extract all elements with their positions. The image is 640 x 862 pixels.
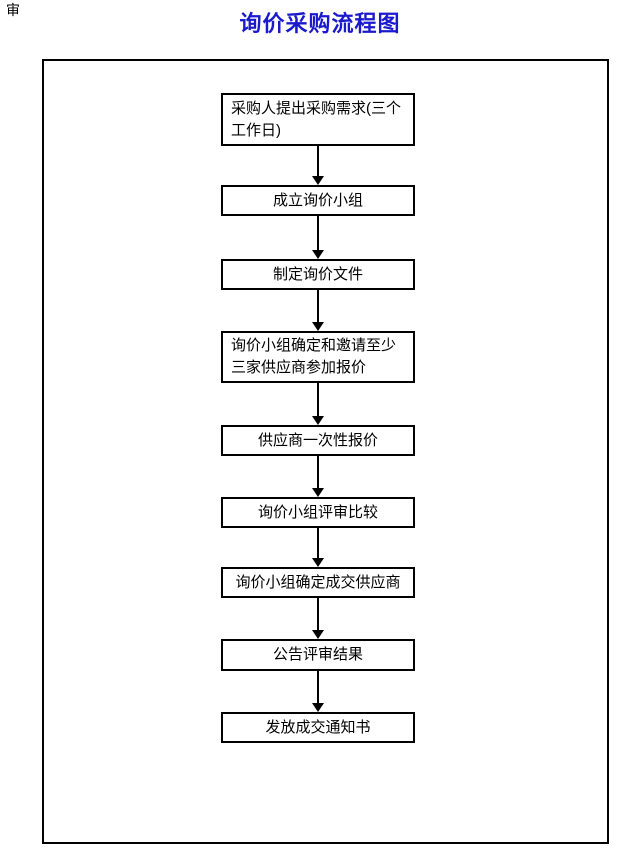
flow-step-3: 制定询价文件	[221, 259, 415, 290]
corner-mark: 审	[6, 2, 20, 18]
flow-step-7: 询价小组确定成交供应商	[221, 567, 415, 598]
flow-arrow-line	[317, 216, 319, 250]
flow-step-8: 公告评审结果	[221, 639, 415, 671]
flow-arrow-line	[317, 290, 319, 322]
flow-step-6: 询价小组评审比较	[221, 497, 415, 528]
page-title: 询价采购流程图	[239, 11, 401, 36]
flow-step-4: 询价小组确定和邀请至少三家供应商参加报价	[221, 331, 415, 383]
flow-arrow-head-icon	[312, 488, 324, 497]
flow-arrow-line	[317, 146, 319, 176]
flow-step-1: 采购人提出采购需求(三个工作日)	[221, 93, 415, 146]
flow-arrow-head-icon	[312, 630, 324, 639]
flow-step-9: 发放成交通知书	[221, 712, 415, 743]
flow-arrow-head-icon	[312, 416, 324, 425]
flow-arrow-head-icon	[312, 558, 324, 567]
flow-arrow-line	[317, 598, 319, 630]
flow-arrow-head-icon	[312, 703, 324, 712]
flow-arrow-line	[317, 528, 319, 558]
flow-arrow-head-icon	[312, 322, 324, 331]
flow-arrow-head-icon	[312, 176, 324, 185]
flow-arrow-line	[317, 671, 319, 703]
flow-step-5: 供应商一次性报价	[221, 425, 415, 456]
flow-step-2: 成立询价小组	[221, 185, 415, 216]
flow-arrow-line	[317, 456, 319, 488]
flow-arrow-head-icon	[312, 250, 324, 259]
flow-arrow-line	[317, 383, 319, 416]
